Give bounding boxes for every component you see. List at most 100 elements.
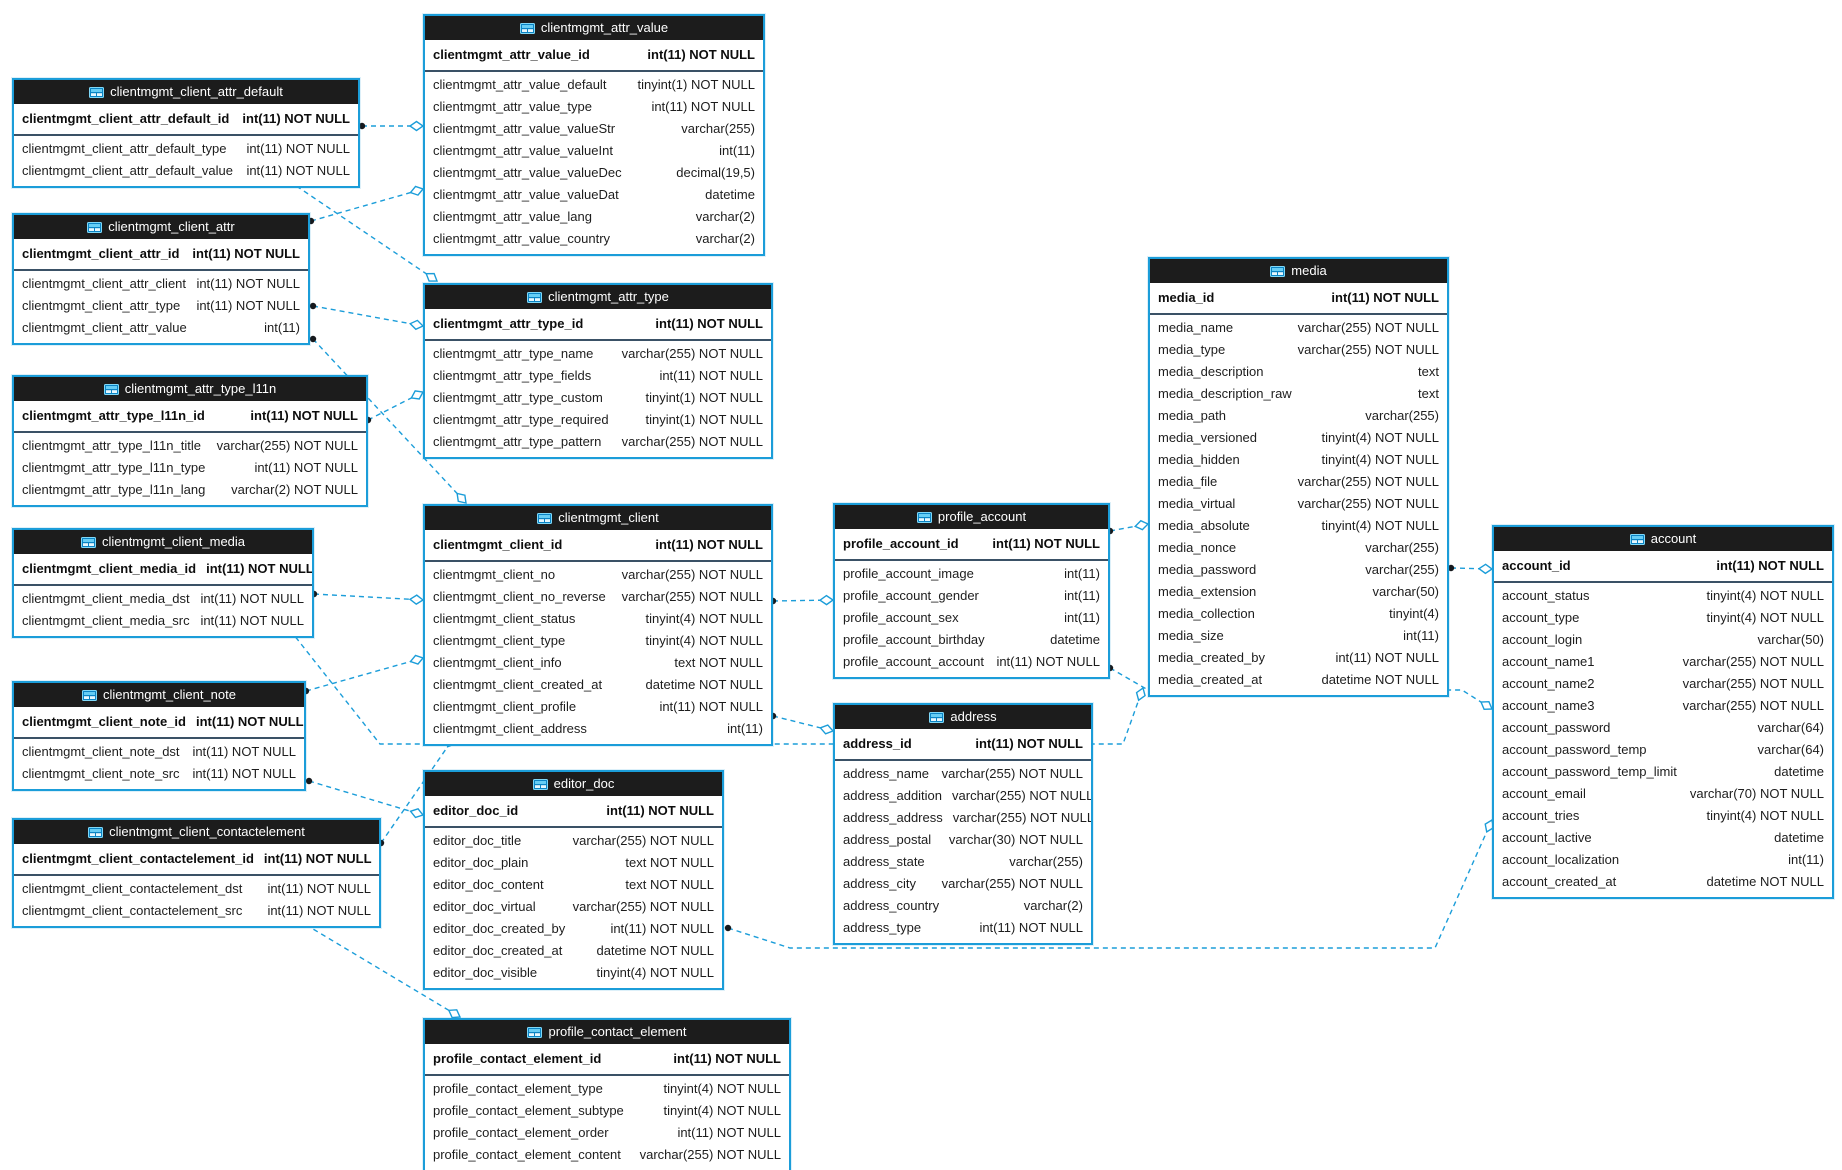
- table-header-address[interactable]: address: [835, 705, 1091, 729]
- table-header-editor_doc[interactable]: editor_doc: [425, 772, 722, 796]
- column-type: int(11) NOT NULL: [659, 368, 763, 383]
- table-clientmgmt_client_contactelement[interactable]: clientmgmt_client_contactelement clientmg…: [12, 818, 381, 928]
- table-title: clientmgmt_attr_type: [548, 289, 669, 304]
- table-title: editor_doc: [553, 776, 615, 791]
- column-name: editor_doc_created_by: [433, 921, 566, 936]
- column-type: varchar(255) NOT NULL: [952, 788, 1091, 803]
- relationship-clientmgmt_client_attr_default-clientmgmt_attr_type[interactable]: [288, 180, 438, 282]
- column-name: clientmgmt_client_media_src: [22, 613, 190, 628]
- table-icon: [929, 711, 945, 723]
- column-name: clientmgmt_client_media_dst: [22, 591, 190, 606]
- table-header-clientmgmt_client_note[interactable]: clientmgmt_client_note: [14, 683, 304, 707]
- relationship-target-diamond: [409, 808, 425, 819]
- relationship-source-dot: [309, 302, 317, 310]
- table-header-profile_contact_element[interactable]: profile_contact_element: [425, 1020, 789, 1044]
- column-name: account_lactive: [1502, 830, 1592, 845]
- column-name: profile_account_sex: [843, 610, 959, 625]
- table-header-clientmgmt_client_media[interactable]: clientmgmt_client_media: [14, 530, 312, 554]
- table-title: profile_account: [937, 509, 1027, 524]
- relationship-clientmgmt_client-address[interactable]: [772, 715, 834, 732]
- column-type: tinyint(4) NOT NULL: [596, 965, 714, 980]
- relationship-clientmgmt_client_note-clientmgmt_client[interactable]: [305, 657, 424, 692]
- relationship-clientmgmt_client_attr-clientmgmt_attr_type[interactable]: [312, 305, 424, 327]
- column-name: clientmgmt_attr_value_country: [433, 231, 611, 246]
- table-header-clientmgmt_client_contactelement[interactable]: clientmgmt_client_contactelement: [14, 820, 379, 844]
- table-header-clientmgmt_client_attr_default[interactable]: clientmgmt_client_attr_default: [14, 80, 358, 104]
- relationship-clientmgmt_client-profile_account[interactable]: [772, 599, 834, 602]
- column-type: tinyint(4): [1389, 606, 1439, 621]
- relationship-clientmgmt_client_attr-clientmgmt_client[interactable]: [312, 338, 467, 504]
- relationship-clientmgmt_client_attr-clientmgmt_attr_value[interactable]: [310, 188, 424, 222]
- table-profile_contact_element[interactable]: profile_contact_element profile_contact_e…: [423, 1018, 791, 1170]
- column-type: int(11): [1064, 588, 1100, 603]
- table-header-clientmgmt_attr_type[interactable]: clientmgmt_attr_type: [425, 285, 771, 309]
- column-type: varchar(255) NOT NULL: [952, 810, 1091, 825]
- column-type: varchar(255) NOT NULL: [1682, 698, 1824, 713]
- table-clientmgmt_attr_type[interactable]: clientmgmt_attr_type clientmgmt_attr_type…: [423, 283, 773, 459]
- column-name: account_password_temp_limit: [1502, 764, 1677, 779]
- column-type: int(11) NOT NULL: [250, 408, 358, 423]
- column-name: address_type: [843, 920, 922, 935]
- column-type: tinyint(4) NOT NULL: [1706, 610, 1824, 625]
- table-header-clientmgmt_client[interactable]: clientmgmt_client: [425, 506, 771, 530]
- relationship-clientmgmt_client_contactelement-profile_contact_element[interactable]: [297, 919, 461, 1018]
- table-header-clientmgmt_attr_type_l11n[interactable]: clientmgmt_attr_type_l11n: [14, 377, 366, 401]
- relationship-clientmgmt_client_contactelement-clientmgmt_client[interactable]: [380, 735, 456, 844]
- relationship-clientmgmt_client_media-clientmgmt_client[interactable]: [313, 593, 424, 601]
- column-name: clientmgmt_attr_value_valueInt: [433, 143, 613, 158]
- column-name: clientmgmt_attr_type_id: [433, 316, 584, 331]
- table-header-account[interactable]: account: [1494, 527, 1832, 551]
- table-header-profile_account[interactable]: profile_account: [835, 505, 1108, 529]
- table-header-clientmgmt_client_attr[interactable]: clientmgmt_client_attr: [14, 215, 308, 239]
- table-header-clientmgmt_attr_value[interactable]: clientmgmt_attr_value: [425, 16, 763, 40]
- column-type: int(11) NOT NULL: [195, 714, 304, 729]
- relationship-editor_doc-account[interactable]: [727, 819, 1493, 949]
- table-header-media[interactable]: media: [1150, 259, 1447, 283]
- relationship-target-diamond: [456, 492, 467, 504]
- relationship-clientmgmt_attr_type_l11n-clientmgmt_attr_type[interactable]: [367, 391, 424, 421]
- column-type: varchar(255) NOT NULL: [1297, 320, 1439, 335]
- column-name: account_status: [1502, 588, 1590, 603]
- relationship-clientmgmt_client_note-editor_doc[interactable]: [308, 780, 424, 816]
- column-name: profile_contact_element_subtype: [433, 1103, 624, 1118]
- relationship-media-account[interactable]: [1450, 567, 1493, 570]
- relationship-profile_account-media[interactable]: [1109, 523, 1149, 532]
- column-name: clientmgmt_attr_type_required: [433, 412, 609, 427]
- column-type: tinyint(4) NOT NULL: [645, 633, 763, 648]
- table-title: clientmgmt_client_contactelement: [109, 824, 305, 839]
